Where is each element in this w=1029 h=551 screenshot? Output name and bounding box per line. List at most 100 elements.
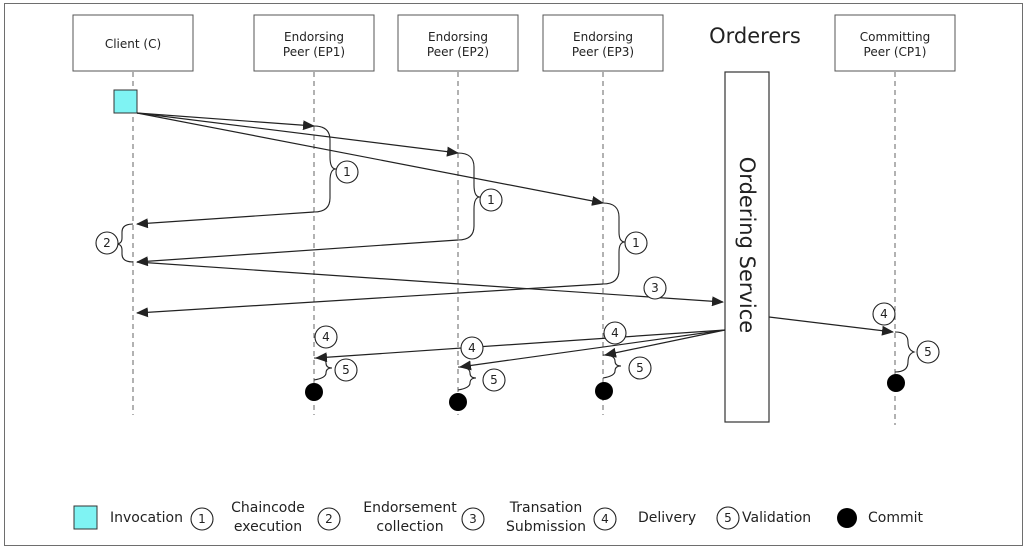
step-marker: 1: [479, 188, 503, 212]
brace-client-collection: [115, 223, 134, 263]
legend-delivery-label: Delivery: [638, 510, 696, 526]
step-marker-text: 3: [651, 281, 659, 295]
brace-validate-ep2: [457, 366, 477, 391]
legend-step4-circle: [593, 507, 617, 531]
commit-dot-ep3: [595, 382, 613, 400]
legend-step2-number: 2: [325, 512, 333, 526]
participant-ep3-label-2: Peer (EP3): [572, 45, 634, 59]
step-marker-text: 1: [487, 193, 495, 207]
step-marker-text: 4: [322, 330, 330, 344]
commit-dot-cp1: [887, 374, 905, 392]
diagram-frame: [4, 3, 1023, 546]
proposal-arrows: [136, 112, 604, 206]
arrow-proposal-ep1: [136, 112, 315, 131]
legend-step5-circle: [716, 506, 740, 530]
legend: Invocation 1 Chaincode execution 2 Endor…: [73, 500, 924, 535]
step-marker: 4: [460, 336, 484, 360]
arrow-endorse-ep2: [136, 239, 459, 267]
arrow-proposal-ep3: [136, 112, 604, 206]
brace-ep2: [457, 152, 481, 241]
execution-braces: [313, 125, 626, 285]
arrow-deliver-ep3: [604, 329, 726, 358]
brace-validate-ep1: [313, 357, 333, 381]
step-marker: 1: [335, 160, 359, 184]
orderers-title: Orderers: [709, 24, 801, 48]
participant-cp1-label-2: Peer (CP1): [864, 45, 927, 59]
invocation-square: [113, 89, 138, 114]
arrow-endorse-ep3: [136, 283, 604, 318]
arrow-proposal-ep2: [136, 112, 459, 157]
legend-step2-circle: [317, 507, 341, 531]
legend-invocation-label: Invocation: [110, 510, 183, 526]
participant-ep1-label-2: Peer (EP1): [283, 45, 345, 59]
arrow-submission: [136, 261, 724, 307]
step-marker-text: 5: [924, 345, 932, 359]
step-marker: 5: [628, 356, 652, 380]
arrow-deliver-cp1: [768, 316, 894, 336]
endorsement-arrows: [136, 211, 604, 318]
participant-ep3-label-1: Endorsing: [573, 30, 633, 44]
arrow-deliver-ep1: [315, 329, 726, 363]
legend-commit-dot: [837, 508, 857, 528]
participant-cp1-label-1: Committing: [860, 30, 930, 44]
legend-step3-number: 3: [469, 512, 477, 526]
step-marker: 5: [482, 368, 506, 392]
commit-dot-ep2: [449, 393, 467, 411]
arrow-endorse-ep1: [136, 211, 315, 229]
step-marker-text: 5: [342, 363, 350, 377]
step-marker-text: 2: [103, 236, 111, 250]
brace-validate-cp1: [894, 331, 916, 373]
legend-invocation-swatch: [73, 505, 98, 530]
brace-ep3: [602, 202, 626, 285]
participant-ep1-label-1: Endorsing: [284, 30, 344, 44]
step-marker-text: 1: [632, 236, 640, 250]
ordering-service-label: Ordering Service: [735, 157, 759, 333]
legend-step5-number: 5: [724, 511, 732, 525]
lifelines: [132, 72, 896, 425]
step-marker: 2: [95, 231, 119, 255]
ordering-service-box: Ordering Service: [724, 71, 770, 423]
legend-submission-label-2: Submission: [506, 519, 586, 535]
commit-dot-ep1: [305, 383, 323, 401]
legend-step1-number: 1: [198, 512, 206, 526]
brace-ep1: [313, 125, 337, 213]
legend-step4-number: 4: [601, 512, 609, 526]
commit-dots: [305, 374, 905, 411]
participant-ep1: Endorsing Peer (EP1): [253, 14, 375, 72]
brace-validate-ep3: [602, 354, 622, 379]
legend-validation-label: Validation: [742, 510, 811, 526]
participant-client: Client (C): [72, 14, 194, 72]
legend-step1-circle: [190, 507, 214, 531]
step-marker: 4: [872, 302, 896, 326]
step-marker: 4: [603, 321, 627, 345]
step-marker-text: 5: [636, 361, 644, 375]
legend-endorsement-label-1: Endorsement: [363, 500, 457, 516]
step-markers: 1 1 1 2 3 4 4 4 4 5 5 5 5: [95, 160, 940, 392]
legend-endorsement-label-2: collection: [376, 519, 443, 535]
step-marker: 3: [643, 276, 667, 300]
step-marker-text: 1: [343, 165, 351, 179]
legend-chaincode-label-2: execution: [234, 519, 302, 535]
step-marker: 5: [334, 358, 358, 382]
delivery-arrows: [315, 316, 894, 371]
step-marker: 1: [624, 231, 648, 255]
participant-ep2-label-1: Endorsing: [428, 30, 488, 44]
arrow-deliver-ep2: [459, 329, 726, 371]
legend-commit-label: Commit: [868, 510, 924, 526]
legend-step3-circle: [461, 507, 485, 531]
step-marker-text: 4: [468, 341, 476, 355]
participant-ep3: Endorsing Peer (EP3): [542, 14, 664, 72]
validation-braces: [313, 331, 916, 391]
legend-submission-label-1: Transation: [509, 500, 582, 516]
participant-ep2: Endorsing Peer (EP2): [397, 14, 519, 72]
participant-cp1: Committing Peer (CP1): [834, 14, 956, 72]
step-marker-text: 4: [880, 307, 888, 321]
participant-client-label: Client (C): [105, 37, 161, 51]
legend-chaincode-label-1: Chaincode: [231, 500, 305, 516]
participant-ep2-label-2: Peer (EP2): [427, 45, 489, 59]
step-marker: 5: [916, 340, 940, 364]
step-marker: 4: [314, 325, 338, 349]
step-marker-text: 4: [611, 326, 619, 340]
step-marker-text: 5: [490, 373, 498, 387]
